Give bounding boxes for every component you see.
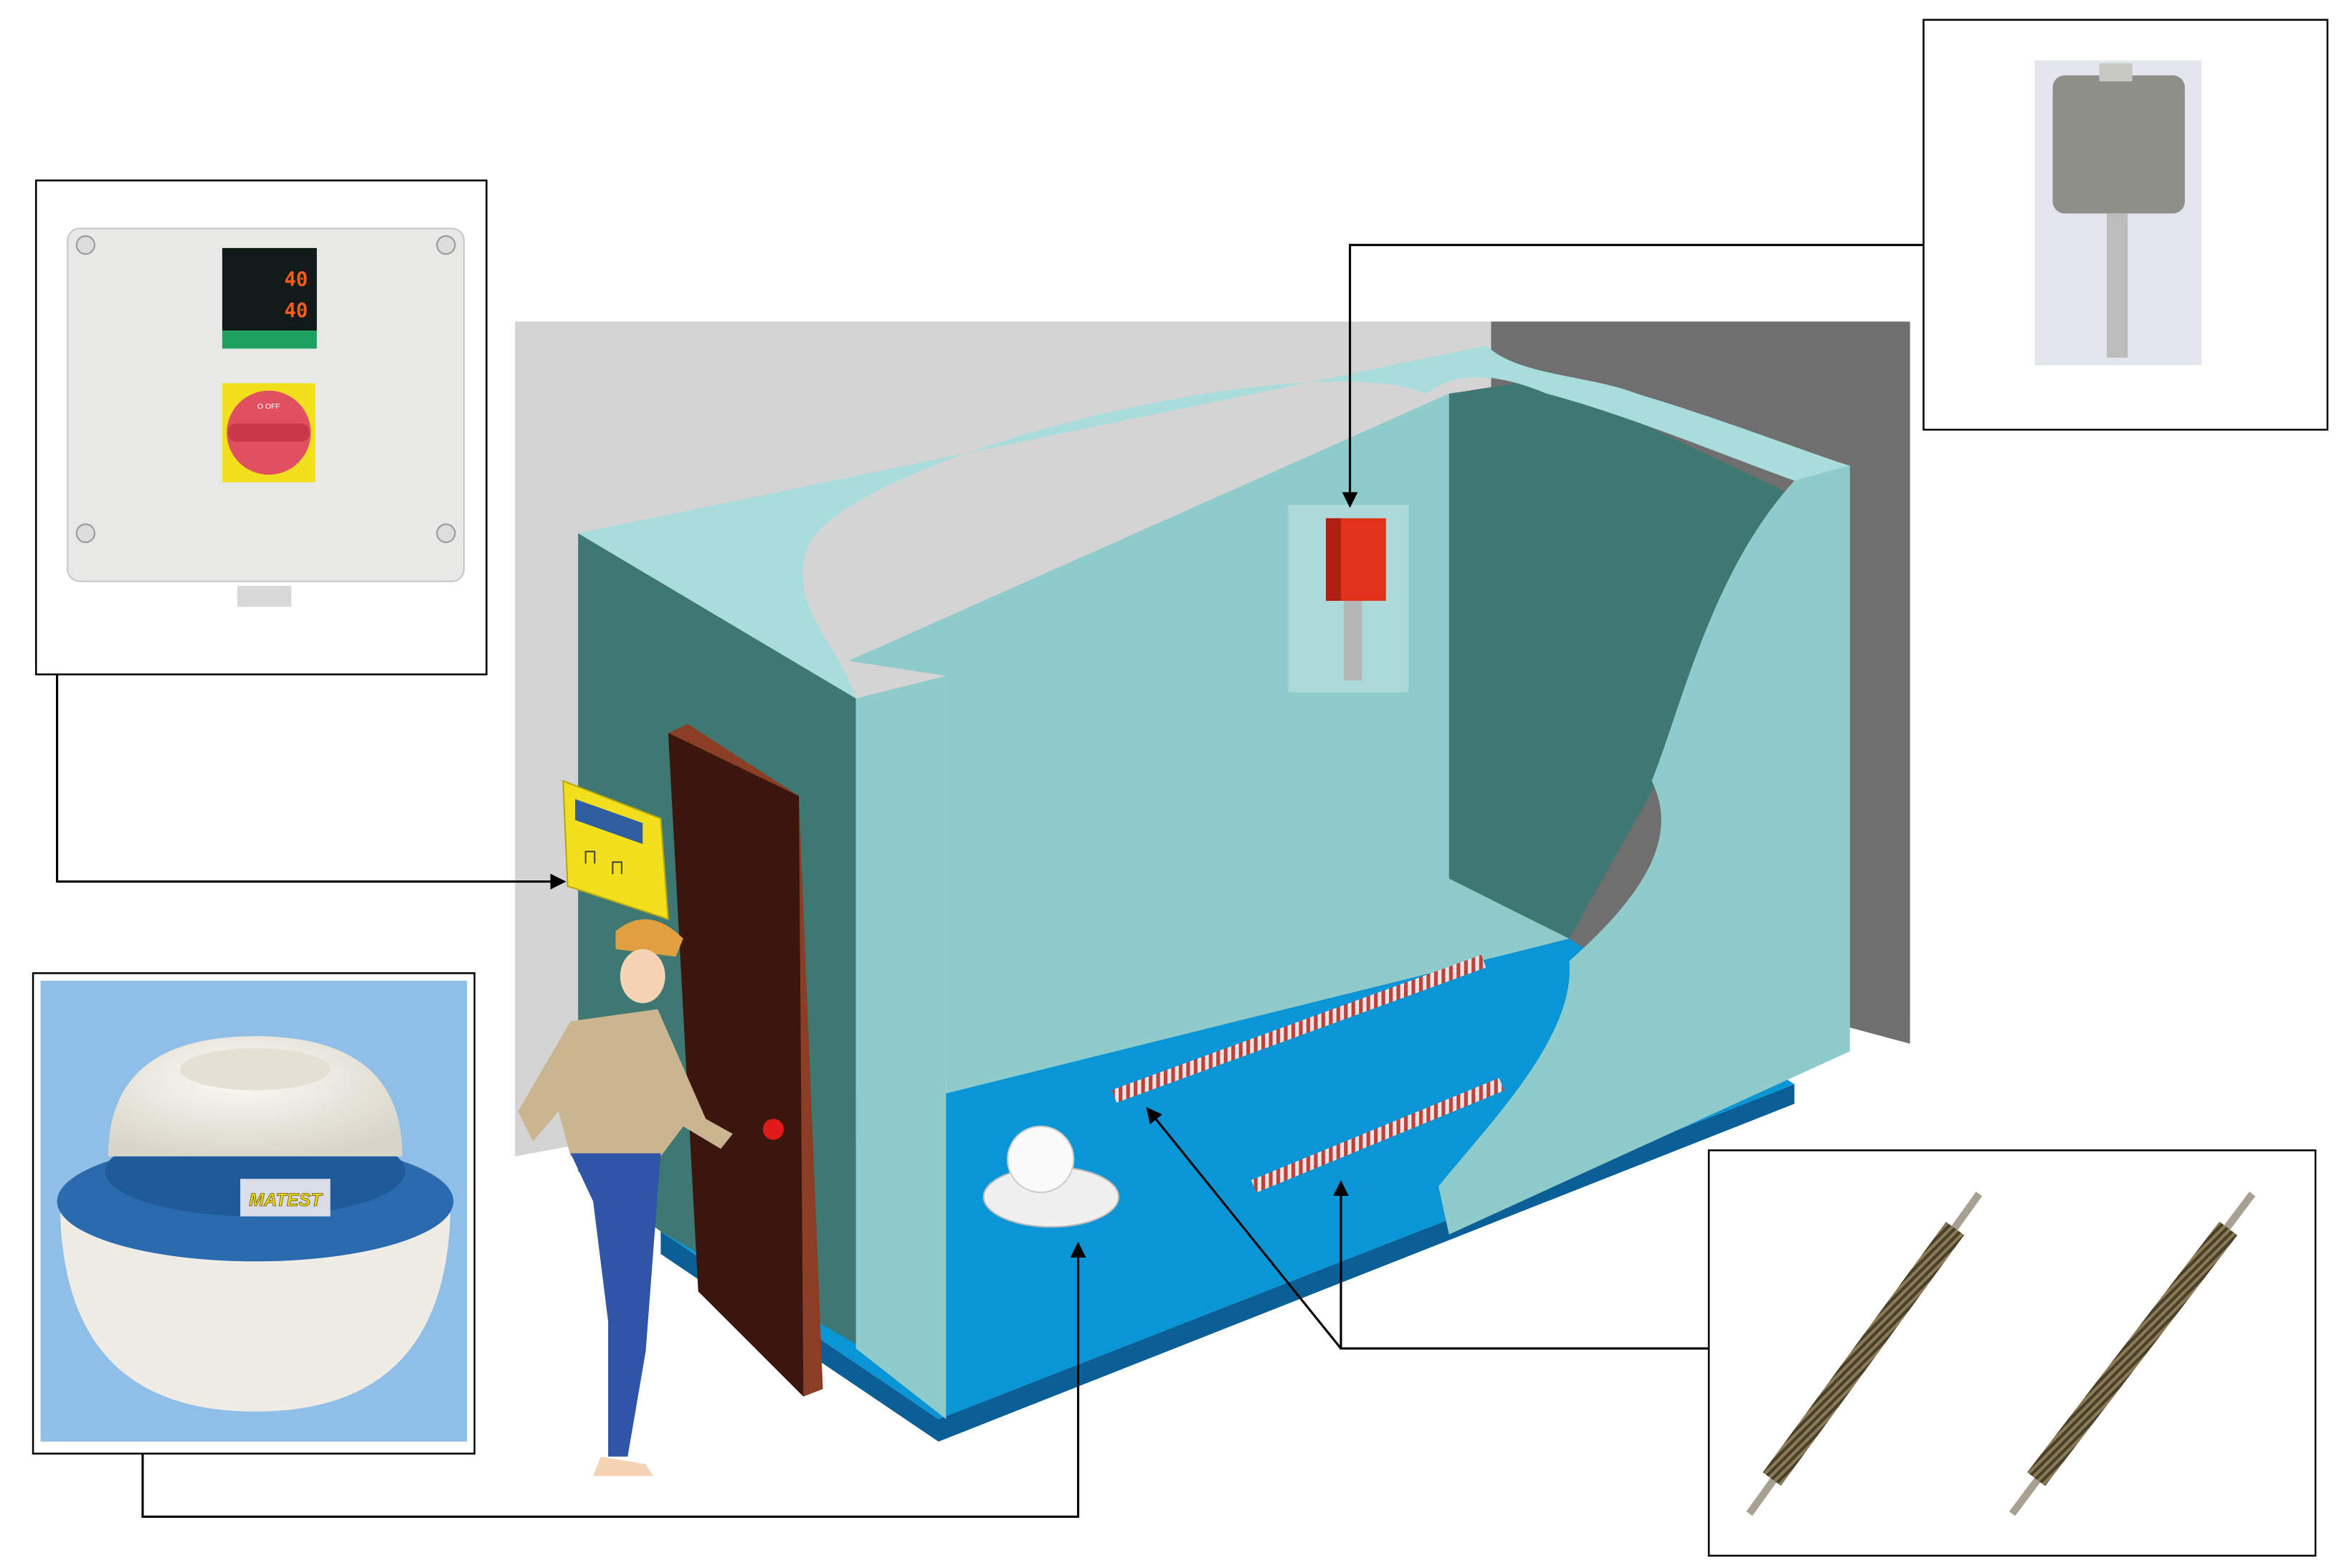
inset-sensor [1922,19,2329,431]
controller-display [222,247,317,331]
control-box-on-wall [562,779,670,921]
connector-lines [56,244,1924,1518]
display-top-value: 40 [284,268,308,290]
humidifier-brand-logo: MATEST [249,1190,323,1210]
wall-cut-face [855,675,947,1420]
switch-label: O OFF [257,403,280,411]
door-handle [762,1118,784,1140]
connector-sensor [1342,244,1924,508]
display-bottom-value: 40 [284,300,308,322]
right-wall-inner [1448,379,1795,939]
inset-humidifier: MATEST [32,972,475,1455]
connector-controller [56,674,566,890]
connector-humidifier [141,1242,1086,1518]
inset-heaters [1707,1149,2317,1557]
door [668,723,823,1397]
inset-controller-panel: 40 40 O OFF [35,179,488,675]
temperature-humidity-sensor [1288,505,1409,693]
connector-heater-b [1146,1107,1342,1349]
humidifier-in-room [982,1125,1120,1228]
person-figure [518,919,733,1476]
right-wall-front-face [1438,465,1850,1235]
door-panel [668,733,804,1397]
heaters-in-room [1111,954,1504,1193]
